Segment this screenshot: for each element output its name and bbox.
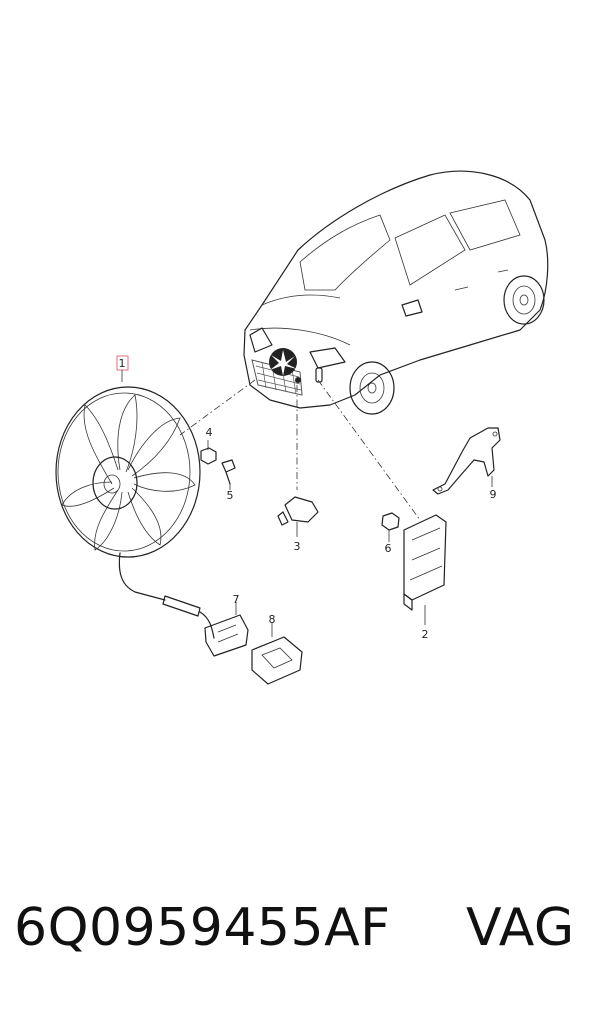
bracket-9 — [432, 427, 501, 495]
bolt-5 — [221, 459, 236, 490]
nut-4 — [200, 440, 217, 465]
callout-7: 7 — [233, 593, 240, 606]
callout-6: 6 — [385, 542, 392, 555]
part-number: 6Q0959455AF — [14, 898, 391, 958]
callout-9: 9 — [490, 488, 497, 501]
brand-name: VAG — [466, 898, 575, 958]
nut-6 — [381, 512, 400, 542]
callout-labels: 1 2 3 4 5 6 7 8 9 — [119, 357, 497, 641]
car-illustration — [243, 170, 549, 415]
connector-8 — [251, 622, 303, 685]
sensor-location-icon — [295, 377, 301, 383]
callout-3: 3 — [294, 540, 301, 553]
parts-diagram: 1 2 3 4 5 6 7 8 9 — [55, 170, 549, 685]
callout-8: 8 — [269, 613, 276, 626]
radiator-fan — [55, 355, 215, 639]
callout-5: 5 — [227, 489, 234, 502]
rear-wheel-icon — [503, 275, 545, 325]
leader-lines — [179, 379, 421, 521]
sensor-3 — [277, 496, 319, 537]
callout-1-highlight — [116, 355, 129, 371]
module-location-icon — [315, 367, 323, 383]
callout-4: 4 — [206, 426, 213, 439]
control-module-2 — [403, 514, 447, 625]
callout-1: 1 — [119, 357, 126, 370]
callout-2: 2 — [422, 628, 429, 641]
fan-location-icon — [269, 348, 297, 376]
connector-7 — [204, 602, 249, 657]
footer: 6Q0959455AF VAG — [14, 898, 594, 978]
front-wheel-icon — [349, 361, 395, 415]
